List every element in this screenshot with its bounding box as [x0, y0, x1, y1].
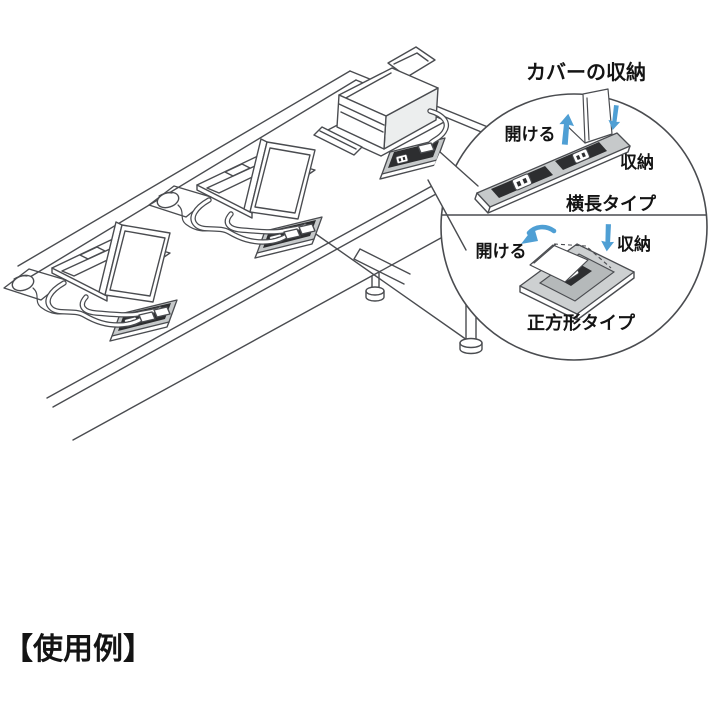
usage-example-caption: 【使用例】	[3, 632, 153, 667]
printer-station	[313, 46, 446, 180]
callout-circle	[440, 93, 708, 361]
cover-closed-outline	[553, 243, 612, 269]
callout-title: カバーの収納	[526, 60, 646, 84]
label-stow-landscape: 収納	[620, 152, 654, 173]
label-type-landscape: 横長タイプ	[566, 193, 657, 215]
power-cables	[48, 283, 171, 325]
laptop	[51, 221, 171, 303]
label-stow-square: 収納	[617, 234, 651, 255]
label-open-square: 開ける	[476, 242, 527, 262]
laptop-touchpad	[79, 246, 106, 260]
desk-back-edge-band	[29, 79, 357, 278]
plug	[138, 311, 156, 323]
square-outlet-inset	[519, 223, 635, 321]
workstation-2	[149, 139, 322, 258]
desk-front-edge-band	[52, 173, 473, 408]
open-cover-panel	[582, 88, 613, 144]
desk-back-edge	[17, 70, 351, 267]
mouse	[11, 274, 35, 292]
landscape-strip-inset	[474, 88, 631, 214]
workstation	[3, 221, 178, 342]
plug	[153, 306, 171, 318]
desk-front-edge	[46, 164, 471, 399]
desk-apron-line	[72, 221, 471, 441]
label-type-square: 正方形タイプ	[527, 312, 636, 334]
desk-leg-bracket	[353, 248, 411, 302]
printer-cable	[417, 111, 446, 154]
printer	[313, 46, 439, 156]
label-open-landscape: 開ける	[505, 125, 556, 145]
plug	[417, 142, 435, 154]
desk-under-rail	[312, 231, 468, 341]
laptop-display	[109, 230, 166, 297]
